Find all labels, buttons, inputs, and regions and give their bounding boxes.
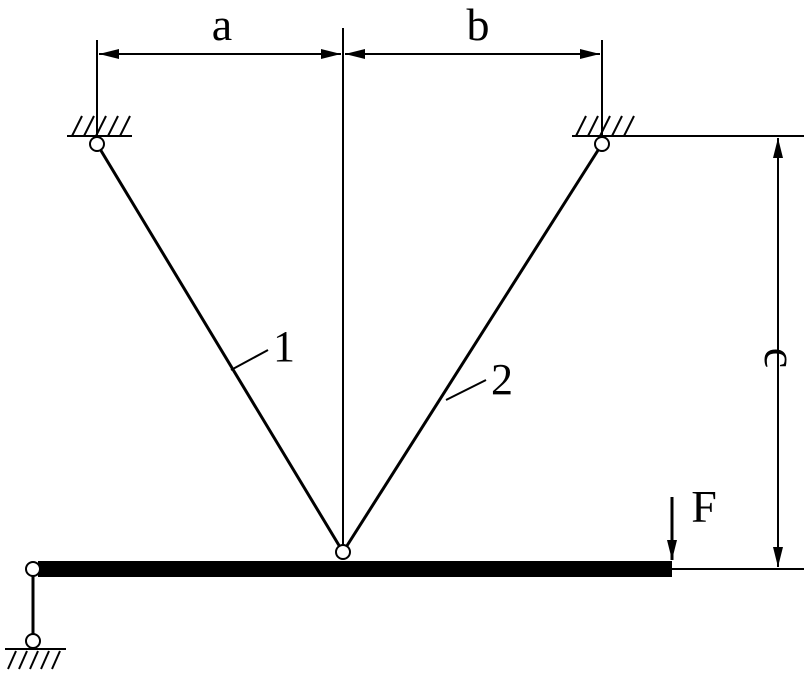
member-1-leader bbox=[230, 349, 269, 371]
dimension-label-b: b bbox=[467, 0, 490, 50]
rigid-beam bbox=[38, 561, 672, 577]
member-1-rod bbox=[95, 143, 345, 553]
right-top-support bbox=[572, 115, 636, 137]
member-2-leader bbox=[445, 379, 487, 401]
pin-left-top bbox=[89, 136, 105, 152]
force-label: F bbox=[691, 481, 717, 532]
member-label-2: 2 bbox=[491, 355, 513, 404]
member-label-1: 1 bbox=[273, 322, 295, 371]
pin-right-top bbox=[594, 136, 610, 152]
dimension-label-c: c bbox=[755, 348, 804, 368]
dimension-label-a: a bbox=[212, 0, 232, 50]
left-beam-support bbox=[5, 561, 66, 670]
pin-beam-joint bbox=[335, 544, 351, 560]
member-2-rod bbox=[341, 143, 604, 553]
left-top-support bbox=[67, 115, 132, 137]
